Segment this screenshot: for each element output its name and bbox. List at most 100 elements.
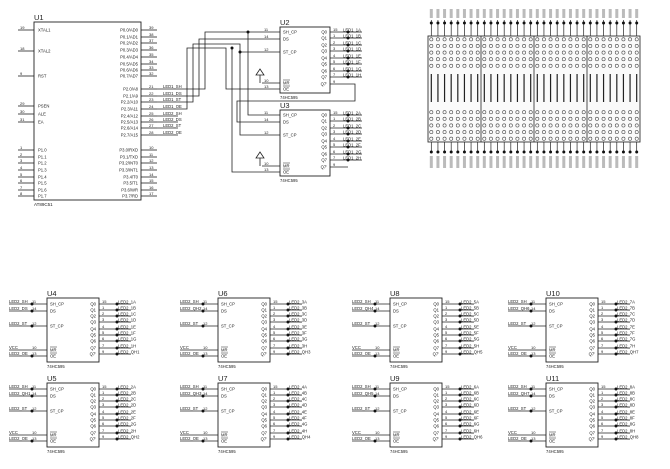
led-dot — [528, 123, 533, 128]
pin-num: 14 — [264, 34, 269, 39]
output-net-label: LED1_1E — [343, 54, 361, 59]
junction-dot — [201, 394, 205, 398]
led-dot — [508, 44, 513, 48]
pin-name: Q3 — [321, 132, 327, 137]
pin-num: 3 — [445, 402, 448, 407]
pin-num: 11 — [264, 110, 269, 115]
output-net-label: LED2_6E — [461, 410, 479, 415]
chip-part: 74HC595 — [218, 449, 236, 454]
wire-u3-sh — [247, 32, 262, 116]
led-dot — [535, 130, 540, 134]
pin-dot — [502, 150, 506, 154]
pin-num: 12 — [32, 321, 37, 326]
pin-label — [443, 156, 447, 168]
led-dot — [535, 63, 540, 68]
output-net-label: LED2_1A — [118, 300, 136, 305]
pin-name: Q0 — [90, 387, 96, 392]
junction-dot — [115, 339, 119, 343]
led-dot — [548, 57, 553, 62]
pin-name: ST_CP — [221, 409, 235, 414]
pin-dot — [482, 21, 486, 25]
input-net-label: VCC — [180, 345, 189, 350]
pin-num: 6 — [601, 421, 604, 426]
pin-label — [628, 9, 632, 18]
led-dot — [601, 63, 606, 68]
pin-name: OE — [393, 354, 399, 359]
led-dot — [429, 37, 434, 42]
led-dot — [442, 110, 447, 115]
junction-dot — [614, 393, 618, 397]
chip-ref: U3 — [280, 101, 290, 110]
junction-dot — [458, 393, 462, 397]
junction-dot — [115, 405, 119, 409]
chip-ref: U10 — [546, 289, 560, 298]
pin-dot — [608, 21, 612, 25]
junction-dot — [346, 36, 350, 40]
pin-name: Q4 — [261, 412, 267, 417]
pin-label — [602, 156, 606, 168]
led-dot — [469, 37, 473, 42]
pin-name: Q6 — [261, 339, 267, 344]
pin-num: 6 — [445, 421, 448, 426]
pin-num: 11 — [375, 299, 380, 304]
input-net-label: LED2_QH7 — [508, 391, 530, 396]
led-dot — [555, 37, 560, 42]
led-dot — [489, 116, 493, 121]
led-dot — [495, 116, 500, 121]
led-dot — [462, 130, 467, 134]
pin-num: 1 — [102, 390, 105, 395]
output-net-label: LED2_5B — [461, 306, 479, 311]
led-dot — [535, 57, 540, 62]
pin-name: DS — [283, 37, 289, 42]
led-dot — [621, 130, 626, 134]
pin-label — [509, 156, 513, 168]
pin-num: 15 — [102, 299, 107, 304]
junction-dot — [201, 409, 205, 413]
pin-num: 3 — [601, 402, 604, 407]
led-dot-matrix[interactable] — [427, 9, 641, 168]
led-dot — [542, 110, 546, 115]
mcu-pin-num: 27 — [149, 123, 154, 128]
pin-num: 1 — [601, 390, 604, 395]
led-dot — [614, 110, 619, 115]
pin-name: Q1 — [433, 308, 439, 313]
pin-dot — [443, 21, 447, 25]
pin-name: Q2 — [261, 399, 267, 404]
led-dot — [455, 136, 460, 141]
pin-label — [476, 156, 480, 168]
pin-num: 10 — [375, 345, 380, 350]
output-net-label: LED2_8D — [617, 403, 635, 408]
led-dot — [522, 110, 526, 115]
pin-label — [496, 156, 500, 168]
junction-dot — [286, 308, 290, 312]
pin-num: 5 — [333, 142, 336, 147]
chip-body — [217, 382, 271, 448]
pin-num: 9 — [273, 349, 276, 354]
output-net-label: LED1_2D — [343, 130, 361, 135]
pin-name: Q7 — [589, 431, 595, 436]
mcu-pin-name: P1.3 — [38, 168, 47, 173]
input-net-label: VCC — [352, 430, 361, 435]
led-dot — [628, 63, 632, 68]
mcu-pin-name: P1.5 — [38, 181, 47, 186]
led-dot — [568, 130, 573, 134]
pin-name: SH_CP — [50, 387, 64, 392]
led-dot — [568, 37, 573, 42]
output-net-label: LED2_5F — [461, 331, 479, 336]
junction-dot — [346, 56, 350, 60]
junction-dot — [246, 30, 250, 34]
junction-dot — [529, 324, 533, 328]
input-net-label: LED2_QH6 — [508, 306, 530, 311]
mcu-pin-num: 10 — [149, 145, 154, 150]
